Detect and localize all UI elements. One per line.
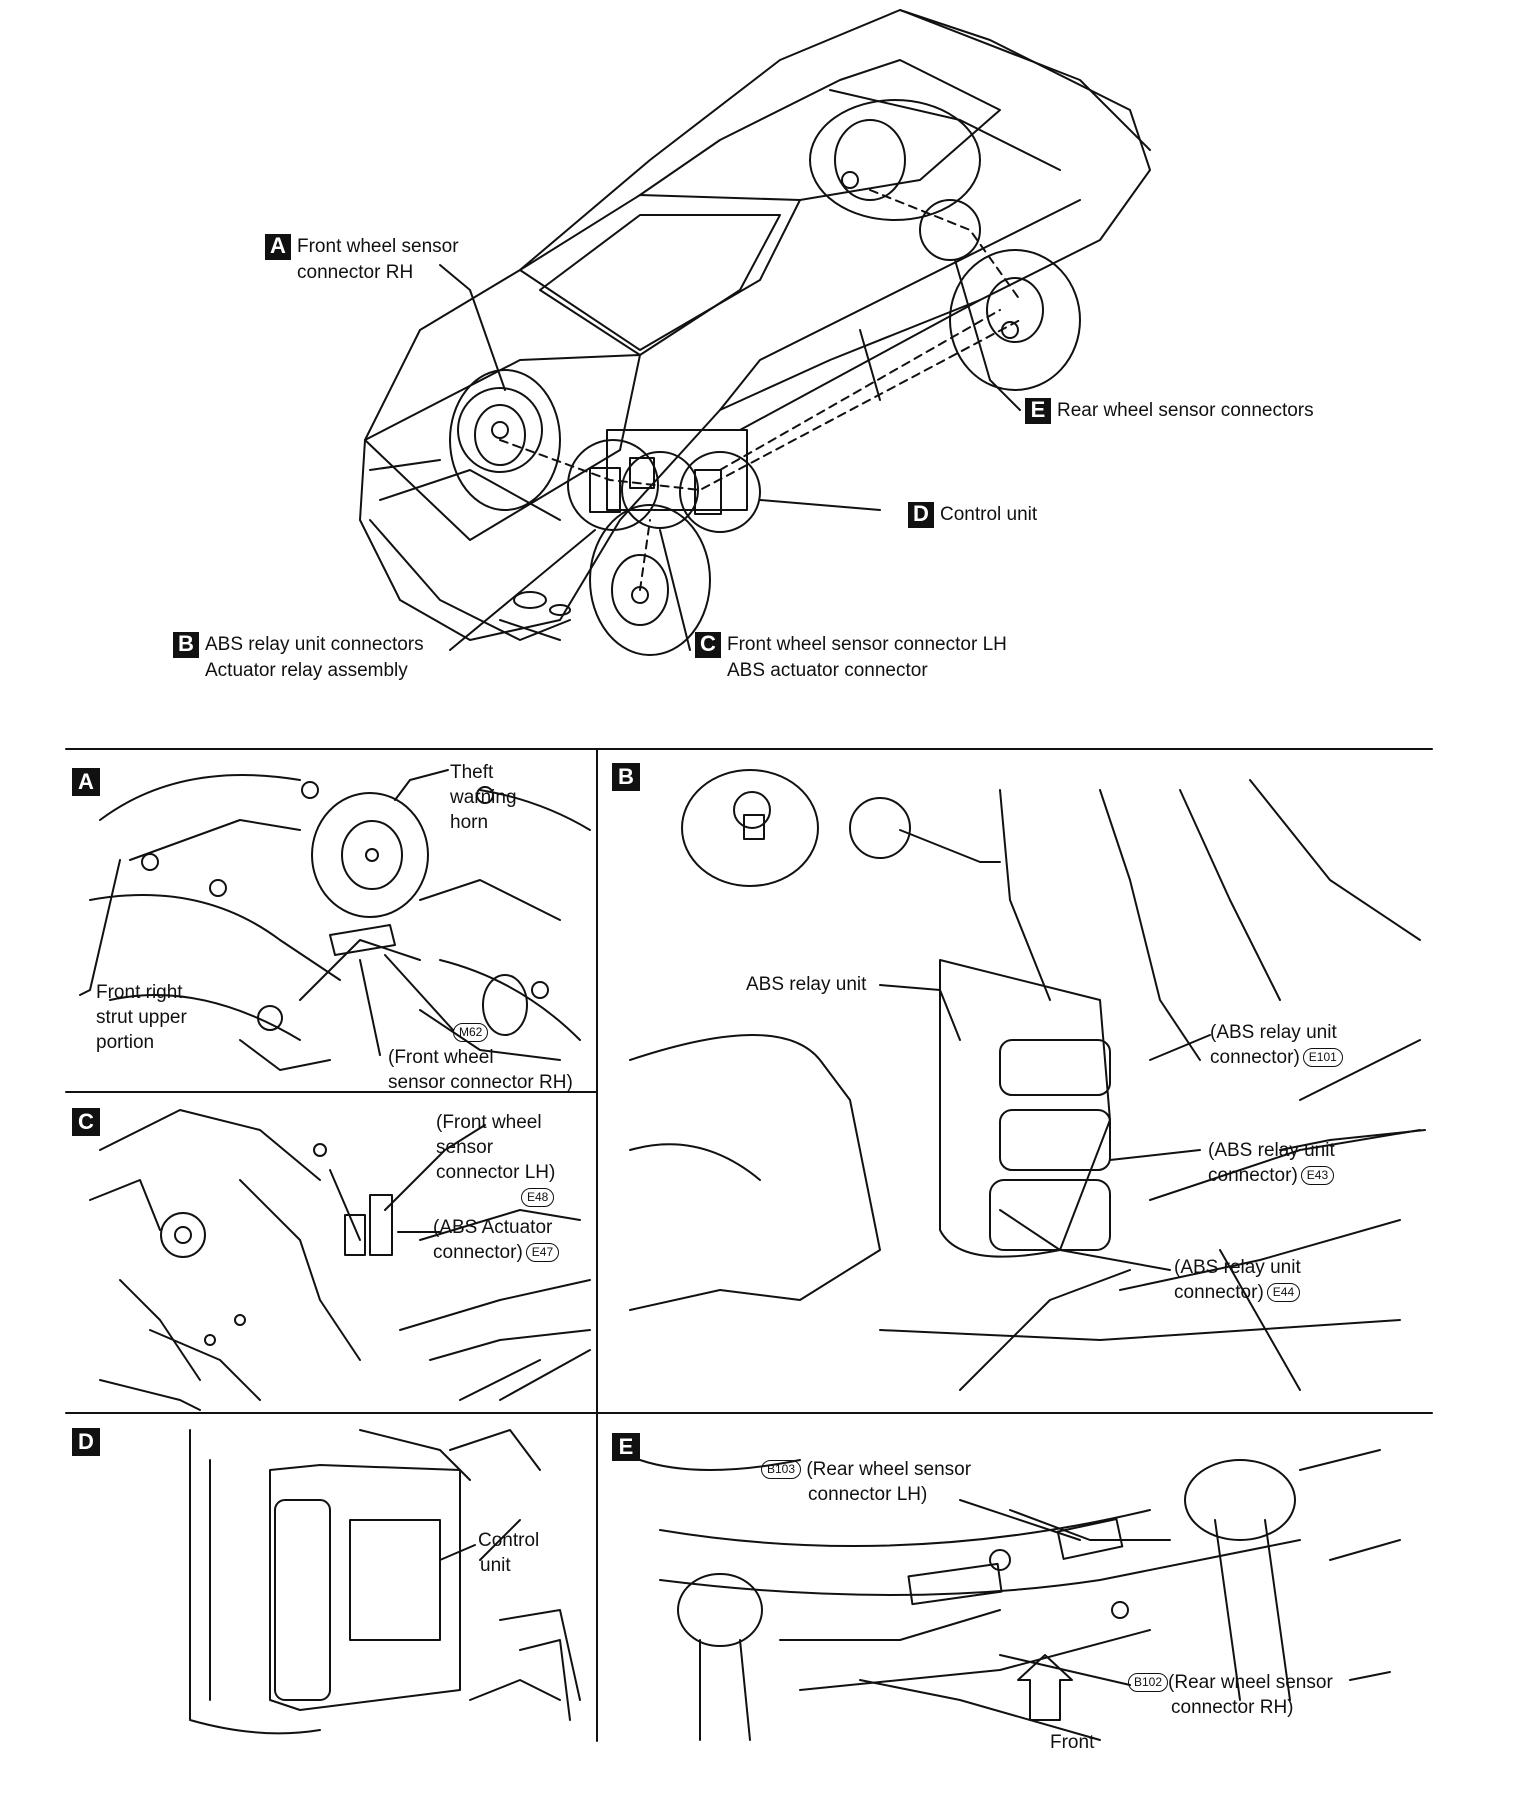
strut-line3: portion [96,1032,155,1053]
callout-a-badge: A [265,234,291,260]
connector-code-e48: E48 [521,1188,555,1208]
horn-line3: horn [450,812,489,833]
connector-code-e44: E44 [1266,1283,1301,1303]
panel-d-illustration [189,1429,581,1735]
callout-d: D Control unit [908,502,1037,528]
panel-b-illustration [629,769,1421,1391]
panel-a-illustration [89,774,591,1071]
panel-leaders [79,769,1426,1686]
connector-code-e101: E101 [1302,1048,1343,1068]
e-lh-line1: (Rear wheel sensor [806,1459,972,1480]
panel-a-horn-label: Theft warning horn [450,760,517,835]
panel-e-rh-label: B102(Rear wheel sensor connector RH) [1125,1670,1333,1720]
connector-code-b102: B102 [1128,1673,1169,1693]
callout-d-badge: D [908,502,934,528]
callout-a-line2: connector RH [297,262,414,283]
callout-e-badge: E [1025,398,1051,424]
panel-b-conn1-label: (ABS relay unit connector)E101 [1210,1020,1343,1070]
d-control-line1: Control [478,1530,540,1551]
callout-a-line1: Front wheel sensor [297,236,459,257]
e-lh-line2: connector LH) [808,1484,928,1505]
connector-code-e47: E47 [525,1243,560,1263]
panel-c-sensor-label: (Front wheel sensor connector LH) E48 [436,1110,555,1210]
e-rh-line1: (Rear wheel sensor [1168,1672,1333,1693]
callout-c-line2: ABS actuator connector [727,660,928,681]
strut-line1: Front right [96,982,183,1003]
b-conn2-line1: (ABS relay unit [1208,1140,1335,1161]
callout-b-line2: Actuator relay assembly [205,660,408,681]
connector-code-b103: B103 [761,1460,802,1480]
callout-b-line1: ABS relay unit connectors [205,634,424,655]
b-conn1-line2: connector) [1210,1047,1300,1068]
callout-b: B ABS relay unit connectors Actuator rela… [173,632,424,683]
b-conn3-line2: connector) [1174,1282,1264,1303]
c-act-line1: (ABS Actuator [433,1217,553,1238]
panel-d-control-label: Control unit [478,1528,539,1578]
panel-c-illustration [89,1109,591,1411]
panel-e-lh-label: B103 (Rear wheel sensor connector LH) [758,1457,971,1507]
b-conn1-line1: (ABS relay unit [1210,1022,1337,1043]
panel-d-badge: D [72,1428,100,1456]
panel-b-conn3-label: (ABS relay unit connector)E44 [1174,1255,1301,1305]
panel-c-actuator-label: (ABS Actuator connector)E47 [433,1215,560,1265]
callout-c: C Front wheel sensor connector LH ABS act… [695,632,1007,683]
callout-c-line1: Front wheel sensor connector LH [727,634,1007,655]
callout-a: A Front wheel sensor connector RH [265,234,459,285]
panel-e-front-label: Front [1050,1732,1095,1753]
c-sensor-line2: sensor [436,1137,494,1158]
b-conn3-line1: (ABS relay unit [1174,1257,1301,1278]
panel-grid [65,748,1433,1742]
panel-b-badge: B [612,763,640,791]
panel-e-badge: E [612,1433,640,1461]
callout-b-badge: B [173,632,199,658]
connector-code-e43: E43 [1300,1166,1335,1186]
panel-a-connector-label: M62 (Front wheel sensor connector RH) [388,1020,573,1095]
callout-e: E Rear wheel sensor connectors [1025,398,1314,424]
strut-line2: strut upper [96,1007,187,1028]
horn-line1: Theft [450,762,494,783]
c-act-line2: connector) [433,1242,523,1263]
c-sensor-line3: connector LH) [436,1162,556,1183]
a-conn-line1: (Front wheel [388,1047,494,1068]
panel-e-illustration [639,1449,1401,1741]
panel-b-conn2-label: (ABS relay unit connector)E43 [1208,1138,1335,1188]
d-control-line2: unit [480,1555,511,1576]
callout-c-badge: C [695,632,721,658]
panel-a-strut-label: Front right strut upper portion [96,980,187,1055]
panel-a-badge: A [72,768,100,796]
e-rh-line2: connector RH) [1171,1697,1294,1718]
horn-line2: warning [450,787,517,808]
panel-b-relay-label: ABS relay unit [746,974,867,995]
connector-code-m62: M62 [453,1023,489,1043]
b-conn2-line2: connector) [1208,1165,1298,1186]
a-conn-line2: sensor connector RH) [388,1072,573,1093]
car-overview-illustration [359,9,1151,656]
callout-d-line1: Control unit [940,504,1038,525]
callout-e-line1: Rear wheel sensor connectors [1057,400,1314,421]
c-sensor-line1: (Front wheel [436,1112,542,1133]
panel-c-badge: C [72,1108,100,1136]
